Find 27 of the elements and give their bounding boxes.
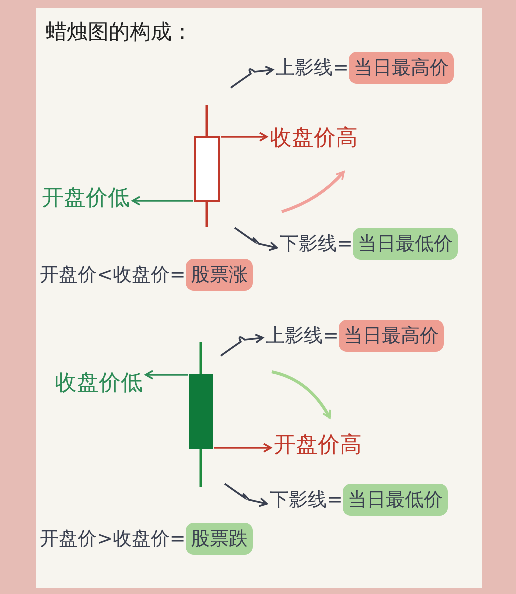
- annotation-text: 下影线=: [270, 489, 343, 511]
- highlighted-text: 股票跌: [186, 523, 253, 555]
- annotation-text: 收盘价低: [55, 371, 143, 396]
- arrow: [145, 370, 188, 380]
- highlighted-text: 股票涨: [186, 259, 253, 291]
- arrow: [220, 334, 264, 357]
- highlighted-text: 当日最低价: [342, 484, 448, 516]
- annotation-text: 上影线=: [276, 57, 349, 79]
- arrow: [224, 483, 268, 508]
- arrow: [230, 66, 274, 89]
- highlighted-text: 当日最高价: [338, 320, 444, 352]
- annotation-text: 收盘价高: [270, 126, 358, 151]
- equation-text: 开盘价>收盘价=: [40, 527, 186, 552]
- candlestick-drawing: [193, 105, 221, 227]
- candlestick-drawing: [188, 342, 214, 487]
- annotation-text: 开盘价低: [42, 186, 130, 211]
- arrow: [214, 443, 272, 453]
- highlighted-text: 当日最低价: [352, 228, 458, 260]
- annotation-text: 开盘价高: [274, 433, 362, 458]
- arrow: [234, 227, 278, 252]
- equation-text: 开盘价<收盘价=: [40, 263, 186, 288]
- arrow: [132, 196, 193, 206]
- annotation-text: 上影线=: [266, 325, 339, 347]
- highlighted-text: 当日最高价: [348, 52, 454, 84]
- annotation-text: 下影线=: [280, 233, 353, 255]
- arrow: [221, 132, 268, 142]
- title: 蜡烛图的构成：: [46, 19, 193, 46]
